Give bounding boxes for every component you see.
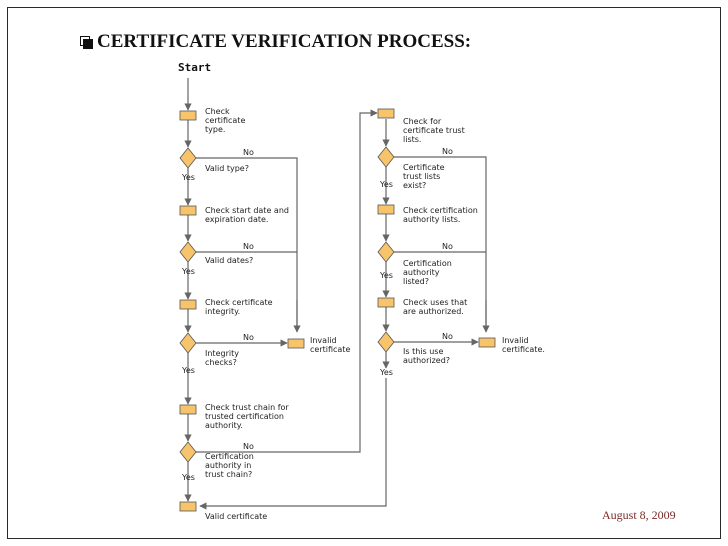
yes-label-right-3: Yes (379, 368, 393, 377)
node-check-integrity (179, 299, 197, 310)
decision-ca-listed (377, 241, 395, 263)
decision-use-authorized (377, 331, 395, 353)
node-check-type (179, 110, 197, 121)
start-label: Start (178, 61, 211, 74)
decision-valid-dates (179, 241, 197, 263)
node-check-ca-lists (377, 204, 395, 215)
checkbox-bullet-icon (80, 35, 93, 49)
yes-label-right-1: Yes (379, 180, 393, 189)
slide-title: CERTIFICATE VERIFICATION PROCESS: (80, 31, 471, 53)
node-check-trust-lists (377, 108, 395, 119)
edge-trust-lists-exist-no (394, 156, 487, 331)
node-invalid-certificate-right (478, 337, 496, 348)
node-check-dates (179, 205, 197, 216)
no-label-right-1: No (442, 147, 453, 156)
no-label-left-1: No (243, 148, 254, 157)
no-label-right-2: No (442, 242, 453, 251)
slide-frame (7, 7, 721, 539)
yes-label-left-2: Yes (181, 267, 195, 276)
no-label-left-4: No (243, 442, 254, 451)
label-valid-certificate: Valid certificate (205, 512, 267, 521)
slide-date: August 8, 2009 (602, 508, 676, 522)
no-label-right-3: No (442, 332, 453, 341)
node-valid-certificate (179, 501, 197, 512)
label-valid-dates: Valid dates? (205, 256, 253, 265)
label-valid-type: Valid type? (205, 164, 249, 173)
node-invalid-certificate-left (287, 338, 305, 349)
yes-label-left-3: Yes (181, 366, 195, 375)
yes-label-left-4: Yes (181, 473, 195, 482)
node-check-uses (377, 297, 395, 308)
no-label-left-2: No (243, 242, 254, 251)
edge-valid-type-no (196, 157, 298, 331)
no-label-left-3: No (243, 333, 254, 342)
edge-ca-in-chain-no (196, 109, 378, 453)
decision-trust-lists-exist (377, 146, 395, 168)
yes-label-right-2: Yes (379, 271, 393, 280)
decision-ca-in-trust-chain (179, 441, 197, 463)
decision-integrity-checks (179, 332, 197, 354)
slide-title-text: CERTIFICATE VERIFICATION PROCESS: (97, 31, 472, 52)
decision-valid-type (179, 147, 197, 169)
node-check-trust-chain (179, 404, 197, 415)
edge-use-authorized-yes-to-valid (199, 378, 387, 510)
yes-label-left-1: Yes (181, 173, 195, 182)
